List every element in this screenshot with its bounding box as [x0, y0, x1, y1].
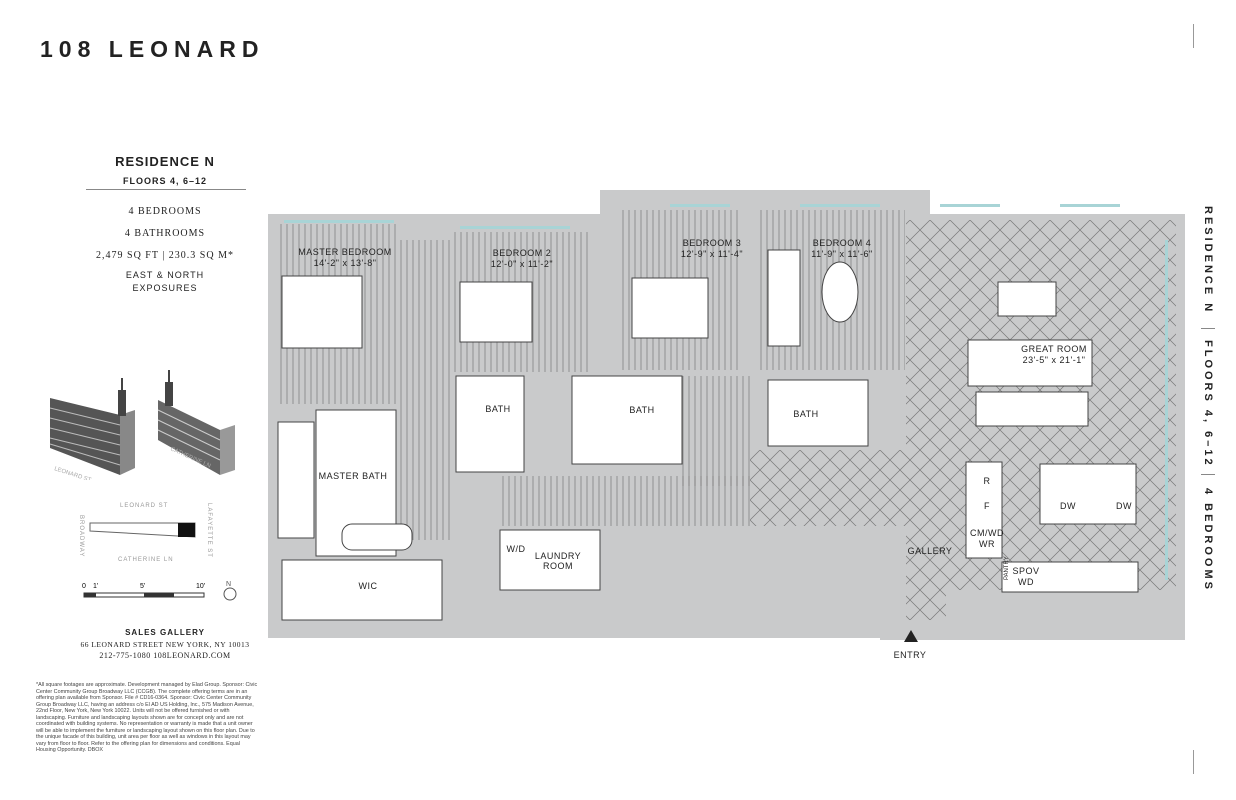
pantry-label: PANTRY	[1004, 556, 1010, 580]
hall-floor-1	[400, 240, 450, 540]
svg-text:1': 1'	[93, 583, 98, 590]
appliance-f: F	[984, 501, 990, 511]
svg-text:10': 10'	[196, 583, 205, 590]
entry-arrow-icon	[904, 630, 918, 642]
key-plan-unit-highlight	[178, 523, 195, 537]
sales-gallery-title: SALES GALLERY	[125, 628, 205, 637]
appliance-cmwd: CM/WD	[970, 528, 1004, 538]
gallery-floor	[906, 220, 946, 620]
sales-gallery-address: 66 LEONARD STREET NEW YORK, NY 10013	[80, 640, 250, 649]
appliance-wd: WD	[1018, 577, 1034, 587]
room-label-wd: W/D	[507, 544, 526, 554]
side-divider-1	[1201, 328, 1215, 329]
room-label-bedroom3: BEDROOM 3	[683, 238, 742, 248]
room-label-bath-2: BATH	[485, 404, 510, 414]
brand-logo: 108 LEONARD	[40, 36, 265, 62]
room-label-laundry-1: LAUNDRY	[535, 551, 581, 561]
great-room-sofa	[997, 281, 1057, 317]
dining-table	[975, 391, 1089, 427]
room-label-bath-4: BATH	[793, 409, 818, 419]
foyer-floor	[750, 450, 906, 526]
room-label-laundry-2: ROOM	[543, 561, 573, 571]
bedroom4-table	[821, 261, 859, 323]
key-street-left: BROADWAY	[78, 515, 84, 557]
exposure-line-2: EXPOSURES	[132, 283, 198, 293]
room-dim-great-room: 23'-5" x 21'-1"	[1023, 355, 1086, 365]
bath-4	[767, 379, 869, 447]
header-divider	[1193, 24, 1194, 48]
bathrooms-count: 4 BATHROOMS	[124, 228, 206, 239]
appliance-spov: SPOV	[1012, 566, 1039, 576]
svg-text:N: N	[226, 581, 231, 588]
key-street-bottom: CATHERINE LN	[118, 557, 174, 563]
scale-bar: 0 1' 5' 10' N	[82, 581, 237, 601]
exposure-line-1: EAST & NORTH	[125, 270, 205, 280]
kitchen-appliances	[965, 461, 1003, 559]
kitchen-island	[1039, 463, 1137, 525]
room-label-master-bath: MASTER BATH	[319, 471, 388, 481]
footer-divider	[1193, 750, 1194, 774]
dining-sofa	[967, 339, 1093, 387]
room-label-great-room: GREAT ROOM	[1021, 344, 1087, 354]
appliance-r: R	[984, 476, 991, 486]
room-label-bedroom4: BEDROOM 4	[813, 238, 872, 248]
entry-label: ENTRY	[893, 650, 927, 660]
sales-gallery-contact[interactable]: 212-775-1080 108LEONARD.COM	[99, 651, 231, 660]
building-isometric: LEONARD ST CATHERINE LN	[49, 370, 235, 480]
wic	[281, 559, 443, 621]
title-divider	[86, 189, 246, 190]
room-label-gallery: GALLERY	[908, 546, 953, 556]
room-dim-master-bedroom: 14'-2" x 13'-8"	[314, 258, 377, 268]
building-left-view	[49, 378, 135, 475]
legal-disclaimer: *All square footages are approximate. De…	[36, 682, 258, 753]
side-label-bedrooms: 4 BEDROOMS	[1202, 488, 1214, 592]
appliance-dw-right: DW	[1116, 501, 1132, 511]
key-plan: LEONARD ST CATHERINE LN BROADWAY LAFAYET…	[78, 503, 212, 563]
room-label-bedroom2: BEDROOM 2	[493, 248, 552, 258]
master-wc	[277, 421, 315, 539]
room-dim-bedroom4: 11'-9" x 11'-6"	[811, 249, 873, 259]
bath-2	[455, 375, 525, 473]
key-street-top: LEONARD ST	[120, 503, 168, 509]
building-right-view	[157, 370, 235, 475]
svg-text:5': 5'	[140, 583, 145, 590]
kitchen-counter	[1001, 561, 1139, 593]
side-label-residence: RESIDENCE N	[1202, 206, 1214, 315]
bedrooms-count: 4 BEDROOMS	[128, 206, 202, 217]
appliance-wr: WR	[979, 539, 995, 549]
unit-area: 2,479 SQ FT | 230.3 SQ M*	[96, 250, 234, 261]
svg-text:0: 0	[82, 583, 86, 590]
room-label-master-bedroom: MASTER BEDROOM	[298, 247, 392, 257]
master-bed	[281, 275, 363, 349]
side-label-floors: FLOORS 4, 6–12	[1202, 340, 1214, 468]
bath-3	[571, 375, 683, 465]
floor-plan: MASTER BEDROOM 14'-2" x 13'-8" BEDROOM 2…	[268, 190, 1185, 640]
room-label-bath-3: BATH	[629, 405, 654, 415]
bedroom4-sofa	[767, 249, 801, 347]
iso-street-left: LEONARD ST	[53, 466, 92, 480]
bedroom2-bed	[459, 281, 533, 343]
appliance-dw-left: DW	[1060, 501, 1076, 511]
room-dim-bedroom3: 12'-9" x 11'-4"	[681, 249, 743, 259]
side-divider-2	[1201, 474, 1215, 475]
north-arrow-icon	[223, 587, 237, 601]
bathtub	[341, 523, 413, 551]
hall-floor-3	[680, 376, 750, 486]
room-label-wic: WIC	[359, 581, 378, 591]
residence-floors: FLOORS 4, 6–12	[122, 176, 208, 186]
residence-title: RESIDENCE N	[115, 154, 215, 169]
room-dim-bedroom2: 12'-0" x 11'-2"	[491, 259, 553, 269]
laundry-room	[499, 529, 601, 591]
key-street-right: LAFAYETTE ST	[206, 503, 212, 558]
bedroom3-bed	[631, 277, 709, 339]
